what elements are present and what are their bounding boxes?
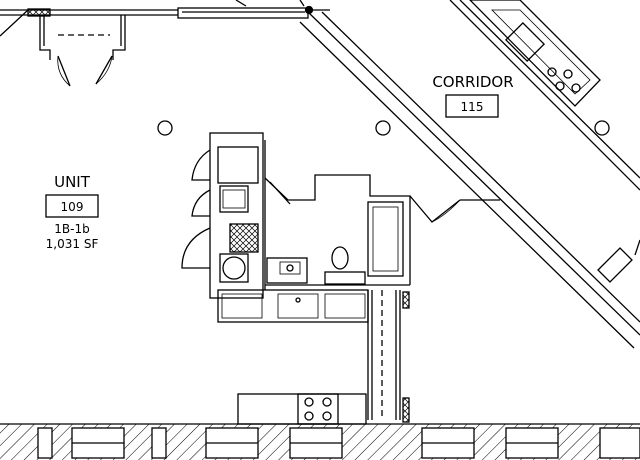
unit-entry-door [409, 195, 500, 223]
corridor-number: 115 [461, 100, 484, 114]
column-circle [375, 120, 391, 136]
unit-label: UNIT [54, 173, 91, 191]
kitchen-counter [217, 289, 369, 323]
corridor-wall [299, 11, 640, 349]
entry-closet [39, 15, 126, 87]
column-circle [157, 120, 173, 136]
corridor-label: CORRIDOR [432, 73, 513, 91]
bathroom [264, 174, 411, 286]
left-exterior-wall [0, 9, 29, 37]
partition-wall [367, 290, 410, 423]
bottom-window-wall [0, 423, 640, 460]
unit-number: 109 [61, 200, 84, 214]
corridor-number-tag [445, 94, 499, 118]
island-counter [237, 393, 367, 425]
unit-type: 1B-1b [54, 222, 89, 236]
corridor-kitchen [449, 0, 640, 283]
closet-stack [181, 132, 266, 299]
unit-number-tag [45, 194, 99, 218]
unit-area: 1,031 SF [46, 237, 99, 251]
top-wall [0, 0, 330, 19]
column-circle [594, 120, 610, 136]
